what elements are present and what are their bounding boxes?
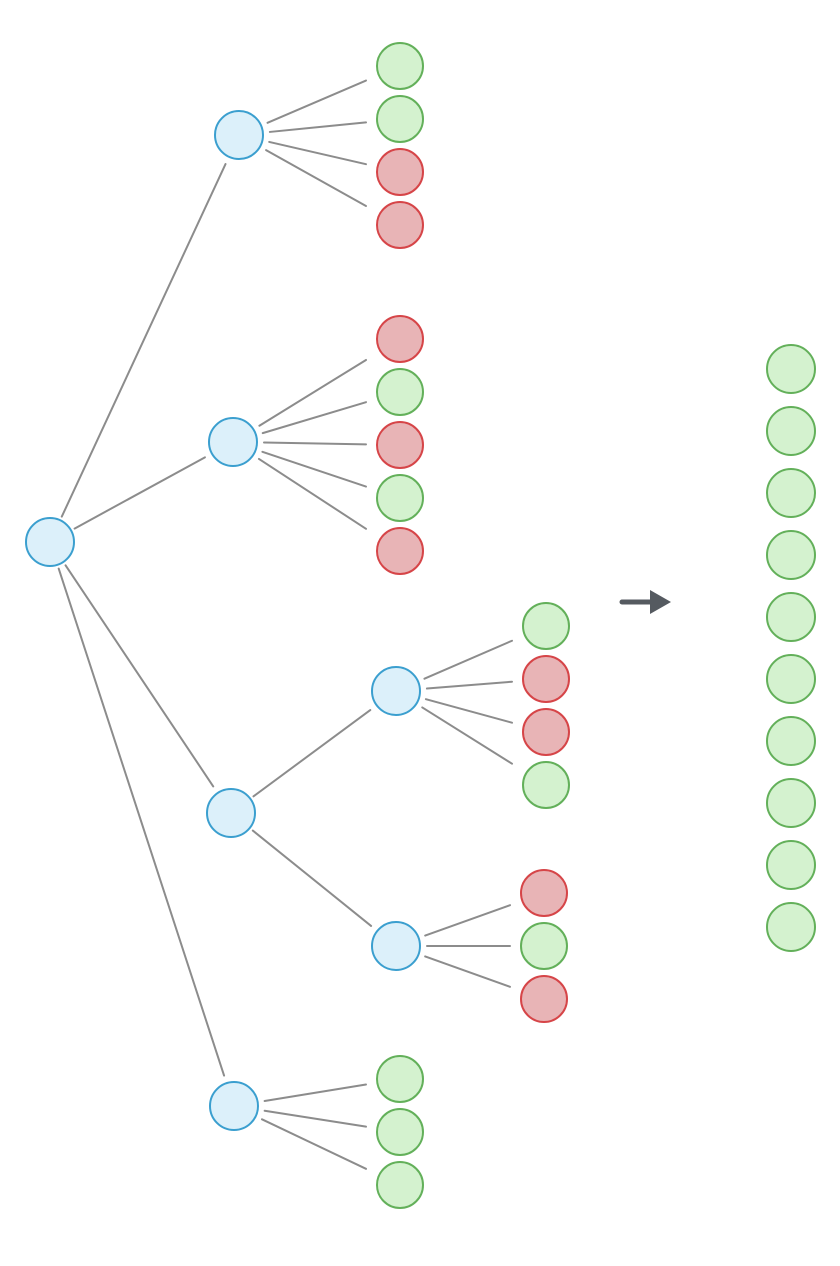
branch-1-leaf-good-3 xyxy=(376,474,424,522)
root-edge-1 xyxy=(73,456,206,530)
sub-branch-0-leaf-bad-2 xyxy=(522,708,570,756)
sub-branch-0-leaf-good-0 xyxy=(522,602,570,650)
branch-0-leaf-bad-3 xyxy=(376,201,424,249)
branch-2-sub-edge-1 xyxy=(251,829,373,927)
result-leaf-good-5 xyxy=(766,654,816,704)
branch-1-edge-3 xyxy=(261,450,367,488)
branch-0-leaf-bad-2 xyxy=(376,148,424,196)
root-edge-2 xyxy=(64,564,215,788)
sub-branch-0-edge-3 xyxy=(421,706,513,765)
branch-0-edge-0 xyxy=(266,79,367,124)
branch-1-leaf-bad-4 xyxy=(376,527,424,575)
branch-3-edge-1 xyxy=(263,1109,367,1128)
sub-branch-0-edge-1 xyxy=(425,680,513,690)
arrow-head xyxy=(650,590,671,614)
result-leaf-good-4 xyxy=(766,592,816,642)
branch-node-0 xyxy=(214,110,264,160)
root-edge-3 xyxy=(57,567,226,1077)
branch-1-leaf-good-1 xyxy=(376,368,424,416)
sub-branch-1-edge-0 xyxy=(424,904,511,937)
result-leaf-good-1 xyxy=(766,406,816,456)
branch-0-edge-2 xyxy=(268,140,367,166)
sub-branch-0-edge-0 xyxy=(423,639,513,680)
sub-branch-1-leaf-bad-2 xyxy=(520,975,568,1023)
root-edge-0 xyxy=(60,163,227,518)
result-column xyxy=(766,344,816,952)
branch-1-edge-1 xyxy=(261,401,367,435)
sub-branch-0-leaf-bad-1 xyxy=(522,655,570,703)
edges-layer xyxy=(57,79,513,1170)
sub-branch-1-leaf-bad-0 xyxy=(520,869,568,917)
branch-3-leaf-good-1 xyxy=(376,1108,424,1156)
result-leaf-good-0 xyxy=(766,344,816,394)
sub-branch-1-leaf-good-1 xyxy=(520,922,568,970)
sub-branch-1-edge-2 xyxy=(424,955,511,988)
branch-node-2 xyxy=(206,788,256,838)
sub-branch-node-0 xyxy=(371,666,421,716)
branch-3-edge-2 xyxy=(260,1118,367,1170)
result-leaf-good-7 xyxy=(766,778,816,828)
branch-2-sub-edge-0 xyxy=(252,709,372,798)
sub-branch-node-1 xyxy=(371,921,421,971)
branch-0-leaf-good-0 xyxy=(376,42,424,90)
branch-0-leaf-good-1 xyxy=(376,95,424,143)
branch-0-edge-3 xyxy=(265,149,367,207)
result-leaf-good-2 xyxy=(766,468,816,518)
branch-3-leaf-good-0 xyxy=(376,1055,424,1103)
branch-1-edge-2 xyxy=(262,441,367,446)
right-arrow-icon xyxy=(619,590,671,614)
branch-3-leaf-good-2 xyxy=(376,1161,424,1209)
sub-branch-0-edge-2 xyxy=(424,698,513,724)
nodes-layer xyxy=(25,42,570,1209)
branch-1-edge-0 xyxy=(258,358,367,427)
result-leaf-good-3 xyxy=(766,530,816,580)
sub-branch-0-leaf-good-3 xyxy=(522,761,570,809)
branch-node-3 xyxy=(209,1081,259,1131)
branch-node-1 xyxy=(208,417,258,467)
branch-3-edge-0 xyxy=(263,1083,367,1103)
root-node xyxy=(25,517,75,567)
result-leaf-good-6 xyxy=(766,716,816,766)
branch-1-leaf-bad-0 xyxy=(376,315,424,363)
result-leaf-good-9 xyxy=(766,902,816,952)
branch-1-leaf-bad-2 xyxy=(376,421,424,469)
result-leaf-good-8 xyxy=(766,840,816,890)
branch-1-edge-4 xyxy=(257,457,367,530)
branch-0-edge-1 xyxy=(268,121,367,133)
